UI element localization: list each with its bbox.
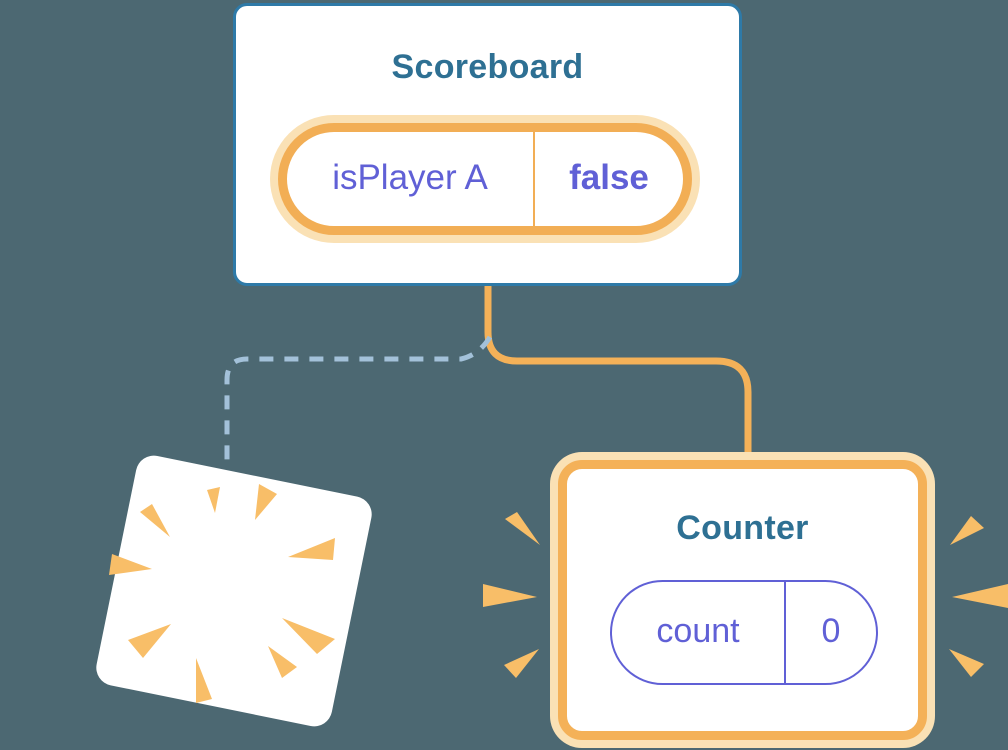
state-value: 0	[784, 582, 876, 683]
burst-rays-icon	[483, 512, 1008, 678]
state-key: count	[656, 611, 740, 650]
scoreboard-component-card: Scoreboard isPlayer A false	[233, 3, 742, 286]
connector-solid-line	[484, 286, 752, 453]
removed-card	[96, 455, 372, 727]
poof-burst-icon	[109, 484, 335, 703]
connector-dashed-line	[224, 335, 493, 462]
scoreboard-title: Scoreboard	[391, 48, 584, 86]
counter-component-card: Counter count 0	[558, 460, 927, 740]
scoreboard-state-pill: isPlayer A false	[278, 123, 692, 235]
counter-title: Counter	[676, 509, 809, 547]
counter-state-pill: count 0	[610, 580, 878, 685]
state-key: isPlayer A	[332, 157, 488, 197]
state-value: false	[533, 132, 683, 226]
removed-card-body	[96, 455, 372, 727]
